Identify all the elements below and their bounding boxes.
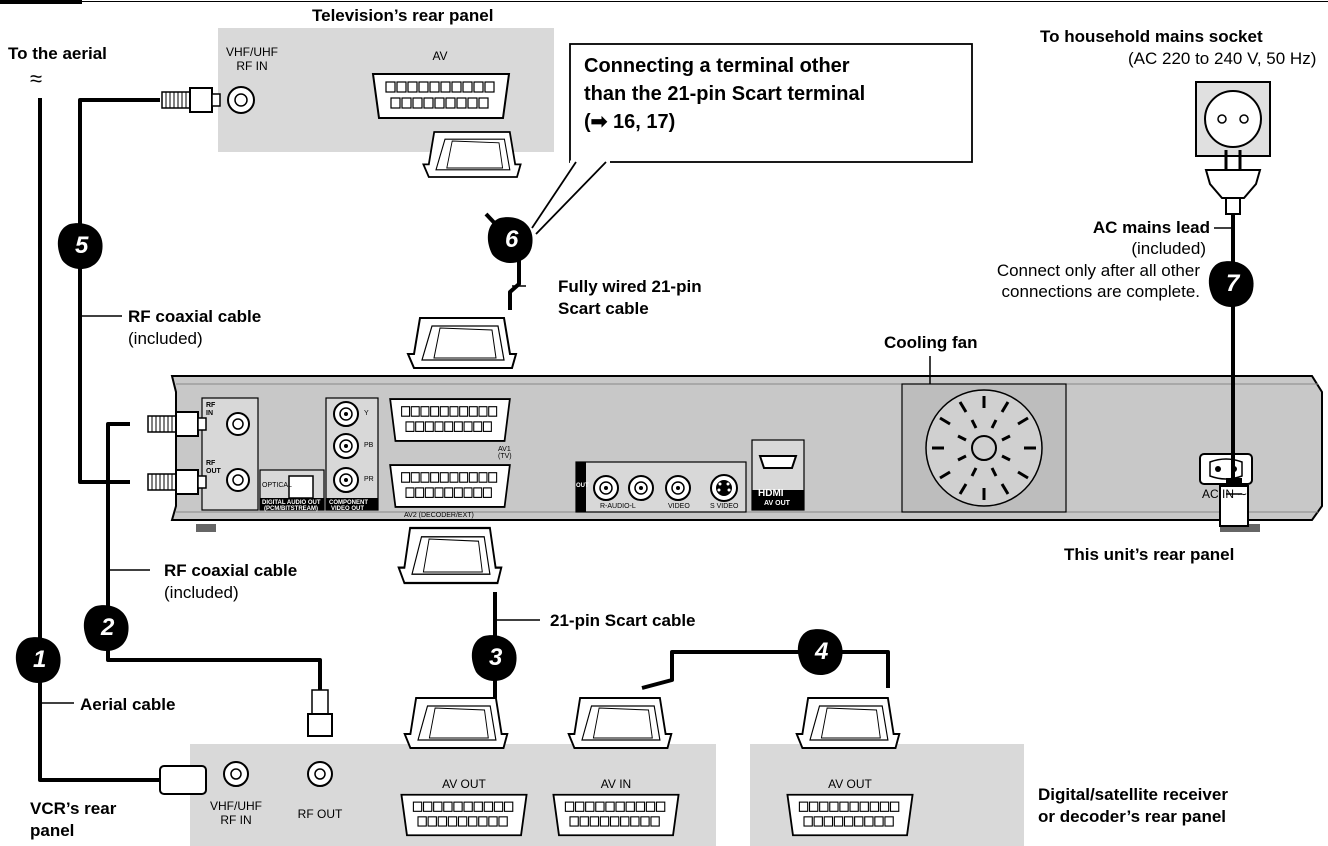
- vcr-rf-plug: [307, 689, 333, 737]
- scart-full-label-2: Scart cable: [558, 299, 649, 318]
- vcr-vhf-uhf-label: VHF/UHF: [210, 799, 262, 813]
- vcr-rear-label-2: panel: [30, 821, 75, 840]
- comp-y-label: Y: [364, 410, 369, 417]
- ac-lead-plug: [1219, 485, 1249, 527]
- sat-rear-label-1: Digital/satellite receiver: [1038, 785, 1228, 804]
- to-aerial-label: To the aerial: [8, 44, 107, 63]
- callout-line-3: (➡ 16, 17): [584, 111, 676, 133]
- scart-cable-6: [508, 256, 521, 310]
- callout-box: [569, 43, 973, 163]
- vcr-av-in-label: AV IN: [600, 777, 632, 791]
- sat-rear-label-2: or decoder’s rear panel: [1038, 807, 1227, 826]
- aerial-cable-label: Aerial cable: [80, 695, 176, 714]
- scart-full-label-1: Fully wired 21-pin: [558, 277, 702, 296]
- aerial-cable: [38, 98, 160, 782]
- scart-cable-4: [641, 650, 890, 690]
- header-rule: [82, 1, 1328, 2]
- step-4: 4: [815, 638, 829, 665]
- step-7: 7: [1226, 270, 1240, 297]
- tv-vhf-uhf-label: VHF/UHF: [226, 45, 278, 59]
- vcr-rf-out-jack: [307, 761, 333, 787]
- scart-cable-label: 21-pin Scart cable: [550, 611, 696, 630]
- unit-rear-panel-label: This unit’s rear panel: [1064, 545, 1235, 564]
- comp-pb-label: PB: [364, 442, 374, 449]
- av1-label-1: AV1: [498, 446, 511, 453]
- mains-plug: [1204, 150, 1262, 215]
- cooling-fan-label: Cooling fan: [884, 333, 978, 352]
- rf-cable-bottom-label: RF coaxial cable: [164, 561, 298, 580]
- vcr-rf-out-label: RF OUT: [297, 807, 343, 821]
- s-video-label: S VIDEO: [710, 503, 739, 510]
- rf-included-top-label: (included): [128, 329, 203, 348]
- component-label-2: VIDEO OUT: [331, 506, 365, 512]
- step-6: 6: [505, 226, 519, 253]
- step-2: 2: [101, 614, 115, 641]
- header-bar: [0, 0, 82, 4]
- mains-socket: [1195, 81, 1271, 157]
- hdmi-logo: HDMI: [758, 488, 784, 499]
- aerial-symbol: ≈: [30, 66, 43, 91]
- av2-label: AV2 (DECODER/EXT): [404, 512, 474, 519]
- rf-cable-2: [106, 422, 322, 690]
- av1-label-2: (TV): [498, 453, 512, 460]
- callout-text: Connecting a terminal other than the 21-…: [570, 44, 972, 162]
- vcr-av-out-label: AV OUT: [442, 777, 486, 791]
- mains-spec-label: (AC 220 to 240 V, 50 Hz): [1128, 49, 1317, 68]
- component-label-1: COMPONENT: [329, 500, 368, 506]
- comp-pr-label: PR: [364, 476, 374, 483]
- step-1: 1: [33, 646, 47, 673]
- callout-line-1: Connecting a terminal other: [584, 55, 850, 77]
- ac-note-2: connections are complete.: [1001, 282, 1200, 301]
- step-3: 3: [489, 644, 503, 671]
- hdmi-av-out-label: AV OUT: [764, 500, 790, 507]
- tv-rear-panel-label: Television’s rear panel: [312, 6, 494, 25]
- tv-av-label: AV: [432, 49, 448, 63]
- mains-socket-label: To household mains socket: [1040, 27, 1263, 46]
- rf-included-bottom-label: (included): [164, 583, 239, 602]
- rf-cable-top-label: RF coaxial cable: [128, 307, 262, 326]
- vcr-rear-label-1: VCR’s rear: [30, 799, 117, 818]
- aerial-plug: [159, 765, 207, 795]
- ac-lead-label: AC mains lead: [1092, 218, 1210, 237]
- rf-cable-5: [78, 98, 160, 484]
- ac-in-label: AC IN ∼: [1202, 487, 1248, 501]
- tv-rf-in-jack: [227, 86, 255, 114]
- ac-included-label: (included): [1131, 239, 1206, 258]
- step-5: 5: [75, 232, 89, 259]
- recorder-unit: [170, 375, 1323, 532]
- r-audio-l-label: R-AUDIO-L: [600, 503, 636, 510]
- digital-audio-out-label-2: (PCM/BITSTREAM): [264, 506, 318, 512]
- optical-label: OPTICAL: [262, 482, 292, 489]
- ac-note-1: Connect only after all other: [996, 261, 1200, 280]
- callout-line-2: than the 21-pin Scart terminal: [584, 83, 866, 105]
- tv-rf-in-label: RF IN: [236, 59, 268, 73]
- unit-rf-out-label: RF OUT: [206, 460, 221, 475]
- digital-audio-out-label-1: DIGITAL AUDIO OUT: [262, 500, 321, 506]
- video-label: VIDEO: [668, 503, 690, 510]
- sat-av-out-label: AV OUT: [828, 777, 872, 791]
- unit-rf-in-label: RF IN: [206, 402, 216, 417]
- out-tag: OUT: [576, 483, 589, 489]
- vcr-rf-in-jack: [223, 761, 249, 787]
- vcr-rf-in-label: RF IN: [220, 813, 252, 827]
